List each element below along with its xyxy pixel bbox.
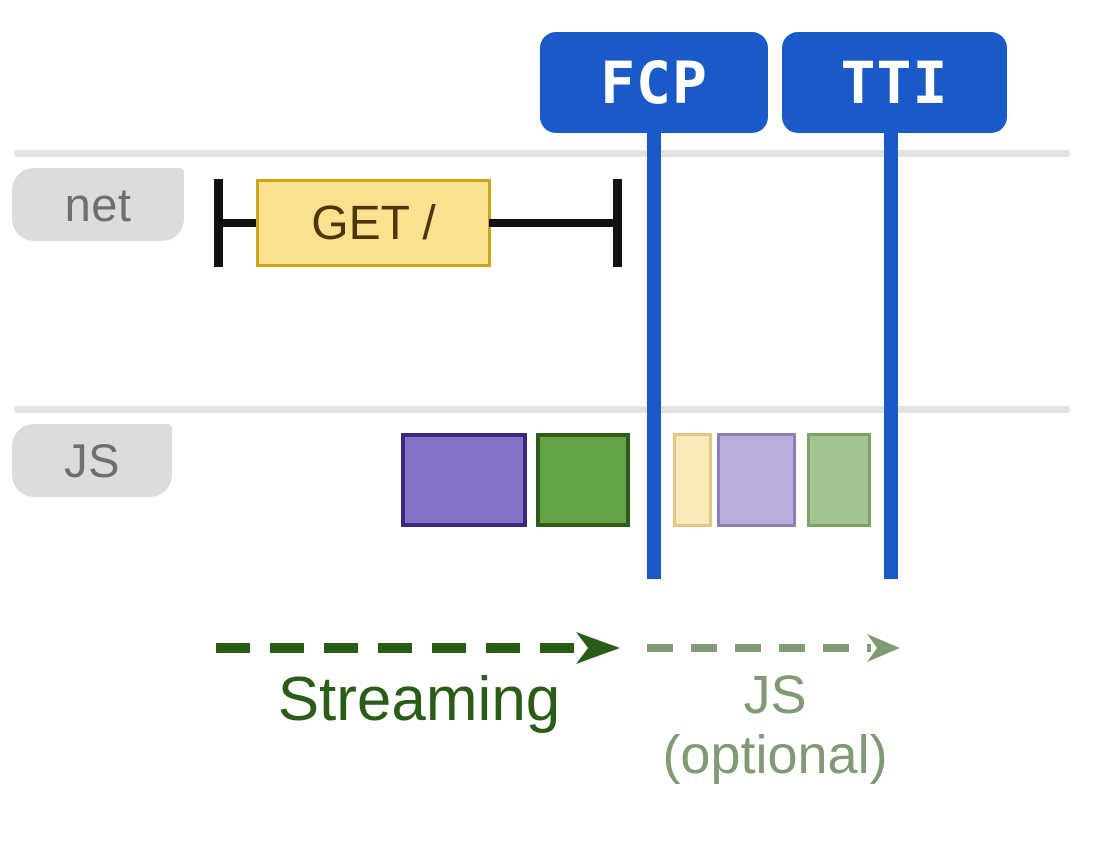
fcp-marker-chip[interactable]: FCP <box>540 32 768 133</box>
streaming-phase-caption: Streaming <box>277 665 561 734</box>
request-start-bracket <box>214 179 223 267</box>
network-request-label: GET / <box>311 196 436 250</box>
js-task-block-5[interactable] <box>807 433 871 527</box>
request-start-stem <box>219 219 261 227</box>
js-task-block-3[interactable] <box>673 433 712 527</box>
js-optional-arrow-icon <box>647 634 900 662</box>
lane-separator-net <box>14 150 1070 157</box>
request-end-bracket <box>613 179 622 267</box>
fcp-marker-label: FCP <box>600 48 708 117</box>
js-task-block-1[interactable] <box>401 433 527 527</box>
tti-marker-line <box>884 120 898 579</box>
lane-label-net-text: net <box>64 178 132 231</box>
tti-marker-chip[interactable]: TTI <box>782 32 1007 133</box>
lane-label-net: net <box>12 168 184 241</box>
lane-label-js-text: JS <box>64 434 120 487</box>
network-request-get-root[interactable]: GET / <box>256 179 491 267</box>
request-end-stem <box>489 219 617 227</box>
js-task-block-4[interactable] <box>717 433 796 527</box>
js-task-block-2[interactable] <box>536 433 630 527</box>
streaming-arrow-icon <box>216 632 620 664</box>
tti-marker-label: TTI <box>840 48 949 117</box>
js-optional-phase-caption: JS (optional) <box>662 665 888 786</box>
lane-label-js: JS <box>12 424 172 497</box>
fcp-marker-line <box>647 120 661 579</box>
lane-separator-js <box>14 406 1070 413</box>
